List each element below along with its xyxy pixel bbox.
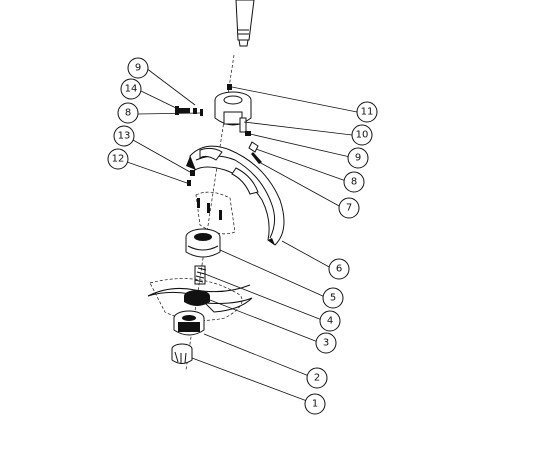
callout-7-label: 7	[346, 203, 352, 214]
callout-3: 3	[315, 332, 337, 354]
callout-10: 10	[351, 124, 373, 146]
part-8-left-washer	[200, 109, 203, 116]
part-1-bump-knob	[171, 343, 193, 364]
screw-group-outline	[195, 191, 236, 235]
callout-1-label: 1	[312, 399, 318, 410]
callout-14-label: 14	[125, 84, 138, 95]
callout-8-right-label: 8	[351, 177, 357, 188]
callout-12: 12	[107, 148, 129, 170]
part-9-right-nut	[245, 131, 251, 136]
callout-8-right: 8	[343, 171, 365, 193]
part-12-screws	[187, 180, 222, 220]
callout-13-label: 13	[118, 131, 131, 142]
callout-14: 14	[120, 78, 142, 100]
callout-12-label: 12	[112, 154, 125, 165]
callout-4-label: 4	[327, 316, 333, 327]
callout-6: 6	[328, 258, 350, 280]
callout-9-right-label: 9	[355, 153, 361, 164]
callout-9-left: 9	[127, 57, 149, 79]
callout-9-right: 9	[347, 147, 369, 169]
callout-6-label: 6	[336, 264, 342, 275]
part-7-screw	[251, 152, 262, 164]
part-2-spool	[173, 310, 205, 336]
callout-2: 2	[306, 367, 328, 389]
part-9-left-nut	[193, 108, 197, 114]
callout-5: 5	[322, 287, 344, 309]
callout-13: 13	[113, 125, 135, 147]
leader-lines	[126, 67, 358, 402]
callout-10-label: 10	[356, 130, 369, 141]
callout-5-label: 5	[330, 293, 336, 304]
part-4-spring	[194, 265, 207, 285]
callout-8-left: 8	[117, 102, 139, 124]
callout-1: 1	[304, 393, 326, 415]
part-5-spool-housing	[185, 228, 221, 258]
callout-4: 4	[319, 310, 341, 332]
callout-9-left-label: 9	[135, 63, 141, 74]
callout-2-label: 2	[314, 373, 320, 384]
callout-7: 7	[338, 197, 360, 219]
part-6-guard	[186, 145, 285, 246]
callout-11-label: 11	[361, 107, 374, 118]
callout-11: 11	[356, 101, 378, 123]
callout-8-left-label: 8	[125, 108, 131, 119]
callout-3-label: 3	[323, 338, 329, 349]
part-8-right-washer	[248, 141, 259, 153]
part-11-screw	[227, 84, 232, 90]
part-10-clamp	[214, 91, 252, 133]
part-13-screw	[190, 170, 195, 176]
drive-shaft	[235, 0, 255, 47]
part-14-bolt	[175, 106, 190, 115]
